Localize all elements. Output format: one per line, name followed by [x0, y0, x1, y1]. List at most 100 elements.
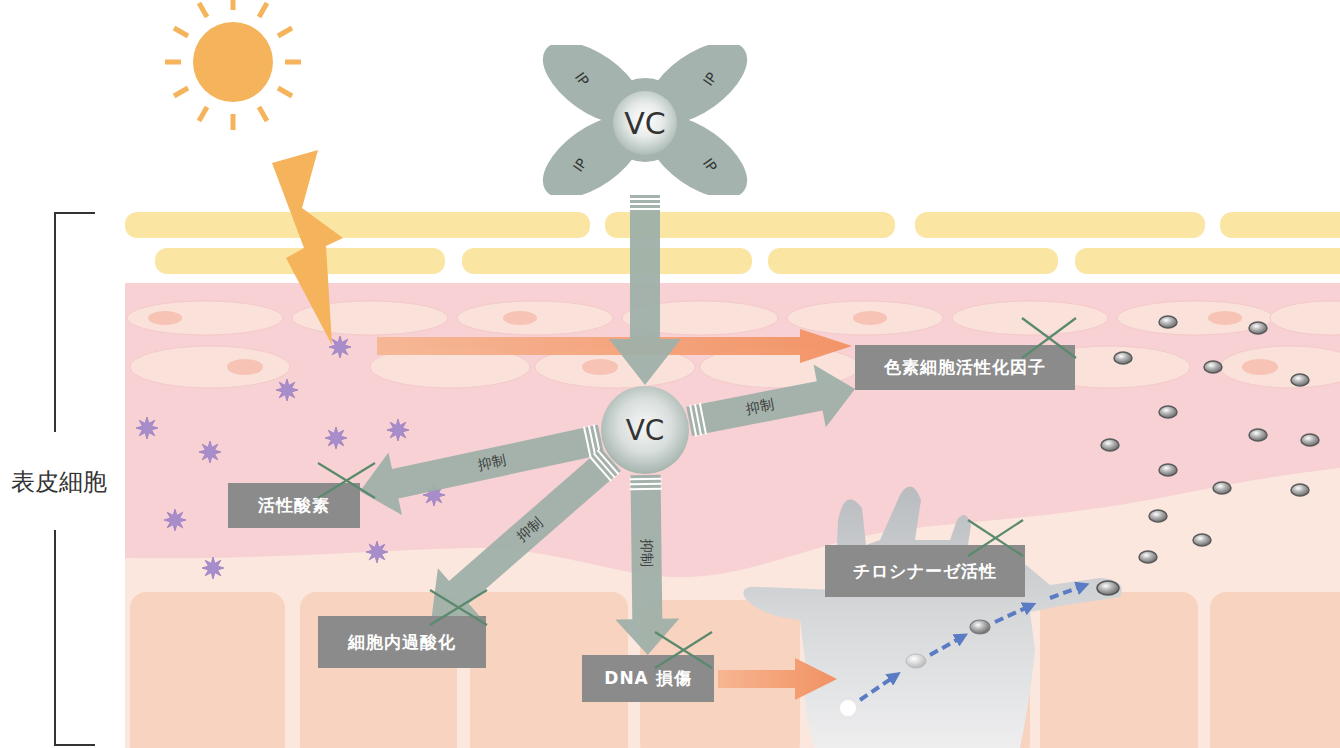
molecule-shape: [540, 45, 750, 195]
circle-shape: [600, 385, 690, 475]
arrow-stripe: [594, 425, 601, 456]
petal-label: IP: [572, 69, 592, 88]
effect-box: 活性酸素: [228, 483, 360, 528]
edge-label: 抑制: [745, 396, 776, 419]
effect-box: チロシナーゼ活性: [825, 545, 1025, 597]
vitamin-c-circle: VC: [600, 385, 690, 475]
molecule-petal: [633, 100, 750, 195]
molecule-petal: [540, 45, 657, 140]
node-label: VC: [626, 414, 665, 447]
melanin-dot: [840, 700, 856, 716]
node-label: チロシナーゼ活性: [853, 560, 997, 583]
melanin-dot: [1159, 406, 1177, 418]
upper-cells: [127, 301, 1340, 388]
melanin-dot: [1213, 482, 1231, 494]
melanocyte: [743, 487, 1121, 748]
cross-mark: [1022, 318, 1076, 358]
arrow-stripe: [629, 203, 661, 205]
uv-bolt: [272, 150, 343, 345]
ros-star: [329, 336, 351, 358]
vc-circle: [601, 386, 689, 474]
inhibition-arrow: [686, 364, 855, 436]
melanin-dot: [1097, 581, 1119, 595]
petal-label: IP: [700, 69, 720, 88]
melanin-dot: [1249, 322, 1267, 334]
flow-arrow: [1050, 586, 1083, 598]
petal-label: IP: [570, 155, 590, 174]
node-label: 細胞内過酸化: [348, 631, 456, 654]
ros-star: [387, 419, 409, 441]
pink-layer: [125, 283, 1340, 577]
melanin-dot: [1101, 439, 1119, 451]
melanin-dot: [1249, 429, 1267, 441]
effect-box: 細胞内過酸化: [318, 616, 486, 668]
arrow-stripe: [700, 403, 706, 434]
arrow-stripe: [629, 208, 661, 210]
ros-star: [366, 541, 388, 563]
arrow-stripe: [630, 488, 662, 490]
molecule-petal: [633, 45, 750, 140]
ros-star: [325, 427, 347, 449]
inhibition-arrow: [615, 475, 679, 655]
petal-label: IP: [700, 155, 720, 174]
edge-label: 抑制: [477, 451, 508, 474]
arrow-body: [360, 425, 604, 515]
molecule-center: [613, 91, 677, 155]
melanin-dot: [1291, 484, 1309, 496]
cross-mark: [318, 463, 375, 498]
arrow-body: [615, 475, 679, 655]
node-label: 活性酸素: [258, 494, 330, 517]
melanin-dot: [1193, 534, 1211, 546]
cross-mark: [655, 632, 712, 668]
cross-mark: [430, 590, 487, 625]
flow-arrow: [860, 676, 895, 700]
melanin-dot: [1139, 551, 1157, 563]
arrow-stripe: [630, 483, 662, 485]
damage-arrow: [718, 658, 837, 700]
inhibition-arrow: [609, 195, 681, 385]
effect-box: 色素細胞活性化因子: [855, 345, 1075, 390]
arrow-stripe: [695, 404, 701, 435]
arrow-body: [609, 195, 681, 385]
ros-star: [423, 484, 445, 506]
cross-mark: [1022, 318, 1076, 358]
arrow-stripe: [630, 478, 662, 480]
ros-stars: [136, 336, 445, 579]
melanin-dot: [1114, 352, 1132, 364]
cross-mark: [655, 632, 712, 668]
sun: [165, 0, 301, 130]
melanin-dot: [1301, 434, 1319, 446]
basal-cells: [130, 592, 1340, 748]
node-label: 色素細胞活性化因子: [884, 356, 1046, 379]
melanin-dot: [1204, 361, 1222, 373]
melanin-dot: [1159, 464, 1177, 476]
ros-star: [136, 417, 158, 439]
edge-label: 抑制: [637, 539, 655, 567]
vitamin-c-molecule: VC IP IP IP IP: [540, 45, 750, 195]
node-label: VC: [624, 106, 665, 141]
ros-star: [276, 379, 298, 401]
cell-nuclei: [148, 311, 1278, 375]
arrow-stripe: [589, 426, 596, 457]
inhibition-arrow: [360, 425, 604, 515]
cross-mark: [318, 463, 375, 498]
cross-mark: [968, 520, 1023, 556]
layer-label: 表皮細胞: [0, 466, 118, 498]
skin-base: [125, 283, 1340, 748]
ros-star: [164, 509, 186, 531]
melanin-dot: [970, 620, 990, 634]
cross-mark: [968, 520, 1023, 556]
melanin-dot: [1149, 510, 1167, 522]
arrow-stripe: [629, 198, 661, 200]
flow-arrow: [995, 606, 1030, 622]
layer-bracket: [55, 213, 95, 745]
arrow-stripe: [690, 405, 696, 436]
melanin-dot: [1291, 374, 1309, 386]
melanin-dot: [906, 654, 926, 668]
melanin-dot: [1159, 316, 1177, 328]
molecule-petal: [540, 100, 657, 195]
arrow-stripe: [594, 453, 615, 477]
arrow-stripe: [590, 457, 611, 481]
